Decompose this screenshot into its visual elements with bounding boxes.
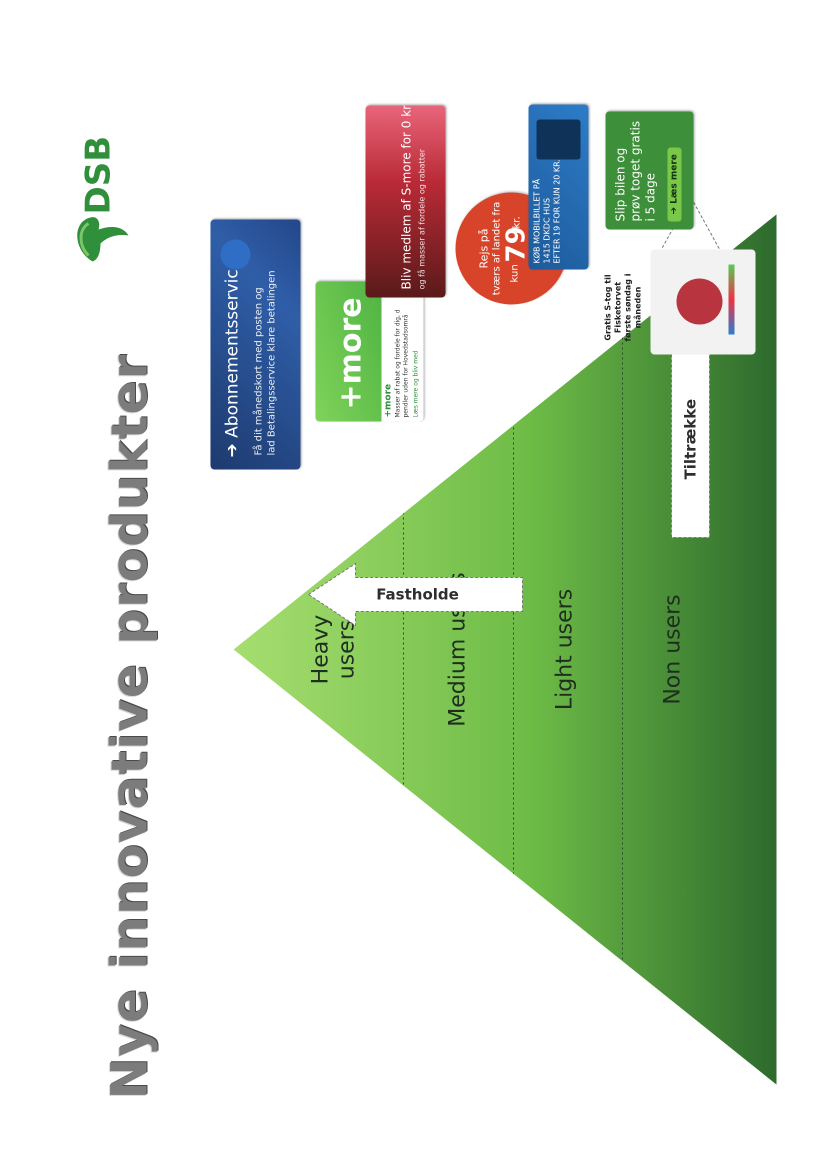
rejs-suffix: kr. — [511, 215, 522, 228]
rejs-line1: Rejs på — [477, 228, 490, 268]
more-link[interactable]: Læs mere og bliv med — [412, 349, 419, 417]
ad-mobilbillet[interactable]: KØB MOBILBILLET PÅ 1415 DKDC HUS EFTER 1… — [528, 104, 588, 269]
rejs-prefix: kun — [509, 263, 520, 282]
more-body: Masser af rabat og fordele for dig, d pe… — [394, 308, 409, 417]
attract-arrow-icon — [656, 194, 724, 538]
arrow-right-icon: ➔ — [669, 203, 679, 214]
more-title: +more — [383, 383, 393, 417]
mobil-line3: EFTER 19 FOR KUN 20 KR. — [552, 158, 561, 263]
fisketorvet-bag-image — [650, 249, 755, 354]
arrow-right-icon: ➔ — [222, 437, 242, 457]
more-big-label: +more — [333, 296, 368, 409]
rejs-line2: tværs af landet fra — [491, 201, 502, 295]
fisketorvet-caption: Gratis S-tog til Fisketorvet første sønd… — [603, 272, 642, 342]
slip-text: Slip bilen og prøv toget gratis i 5 dage — [613, 120, 657, 221]
abonnement-body: Få dit månedskort med posten og lad Beta… — [253, 269, 277, 455]
retain-arrow-icon — [307, 562, 523, 626]
rejs-price: 79 — [501, 225, 531, 262]
ad-more[interactable]: +more +more Masser af rabat og fordele f… — [315, 281, 423, 421]
bag-badge-icon — [676, 278, 722, 324]
member-body: og få masser af fordele og rabatter — [417, 148, 426, 289]
dsb-logo-icon — [76, 216, 128, 261]
page-title: Nye innovative produkter — [100, 353, 158, 1099]
attract-label: Tiltrække — [681, 398, 699, 479]
slip-button-label: Læs mere — [669, 153, 679, 204]
member-headline: Bliv medlem af S-more for 0 kr. — [399, 105, 413, 289]
abonnement-headline-text: Abonnementsservice — [222, 258, 242, 438]
tier-non-users: Non users — [660, 593, 685, 705]
ad-slip-bilen[interactable]: Slip bilen og prøv toget gratis i 5 dage… — [605, 111, 693, 229]
phone-icon — [536, 119, 580, 159]
mobil-line2: 1415 DKDC HUS — [542, 197, 551, 263]
ad-bliv-medlem[interactable]: Bliv medlem af S-more for 0 kr. og få ma… — [365, 105, 445, 297]
mobil-line1: KØB MOBILBILLET PÅ — [532, 178, 541, 263]
abonnement-headline: ➔ Abonnementsservice — [222, 258, 242, 457]
ad-abonnementsservice[interactable]: ➔ Abonnementsservice Få dit månedskort m… — [210, 219, 300, 469]
slip-read-more-button[interactable]: ➔ Læs mere — [667, 146, 681, 221]
logo-text: DSB — [78, 135, 118, 214]
retain-label: Fastholde — [375, 585, 459, 603]
tier-light-users: Light users — [552, 588, 577, 710]
ticket-icon — [220, 239, 250, 269]
